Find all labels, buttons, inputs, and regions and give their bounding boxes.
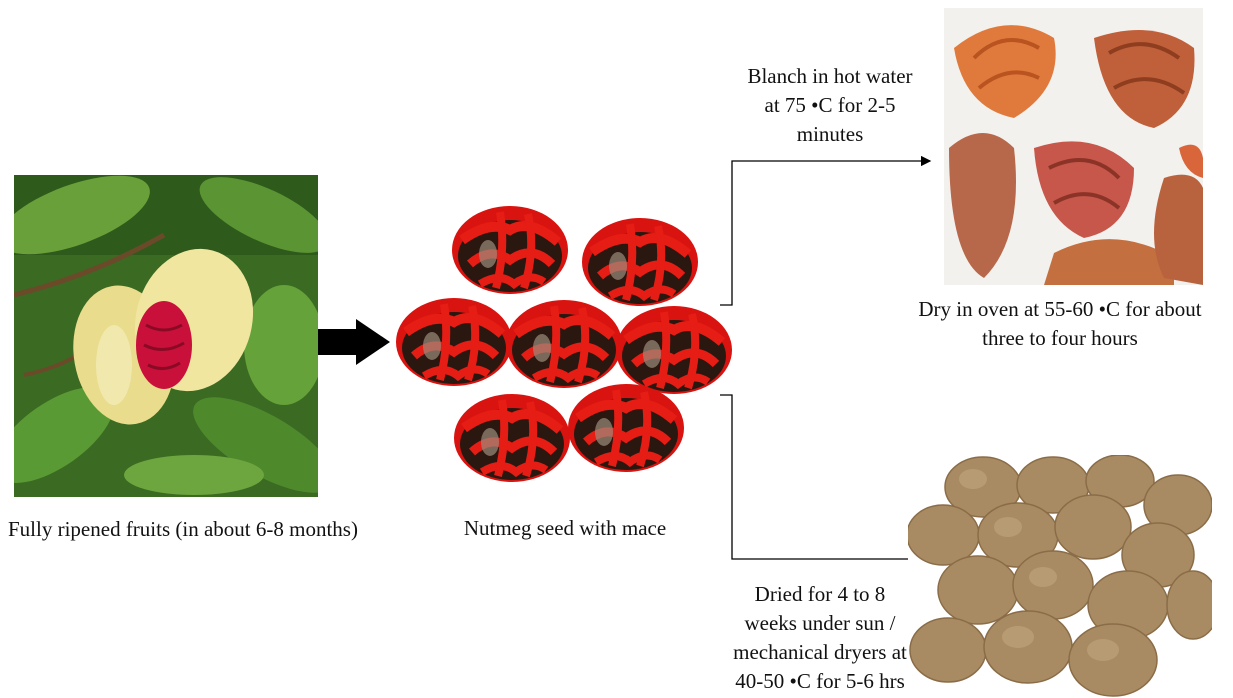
ripened-fruit-photo <box>14 175 318 497</box>
nutmeg-seed-cluster <box>392 200 740 492</box>
fruit-caption: Fully ripened fruits (in about 6-8 month… <box>8 515 388 544</box>
seed-caption: Nutmeg seed with mace <box>440 514 690 543</box>
dried-nutmeg-photo <box>908 455 1212 698</box>
blanch-step-text: Blanch in hot water at 75 •C for 2-5 min… <box>720 62 940 149</box>
sun-dry-step-text: Dried for 4 to 8 weeks under sun / mecha… <box>708 580 932 696</box>
oven-dry-caption: Dry in oven at 55-60 •C for about three … <box>900 295 1220 353</box>
dried-mace-photo <box>944 8 1203 285</box>
right-arrow-icon <box>318 319 390 365</box>
